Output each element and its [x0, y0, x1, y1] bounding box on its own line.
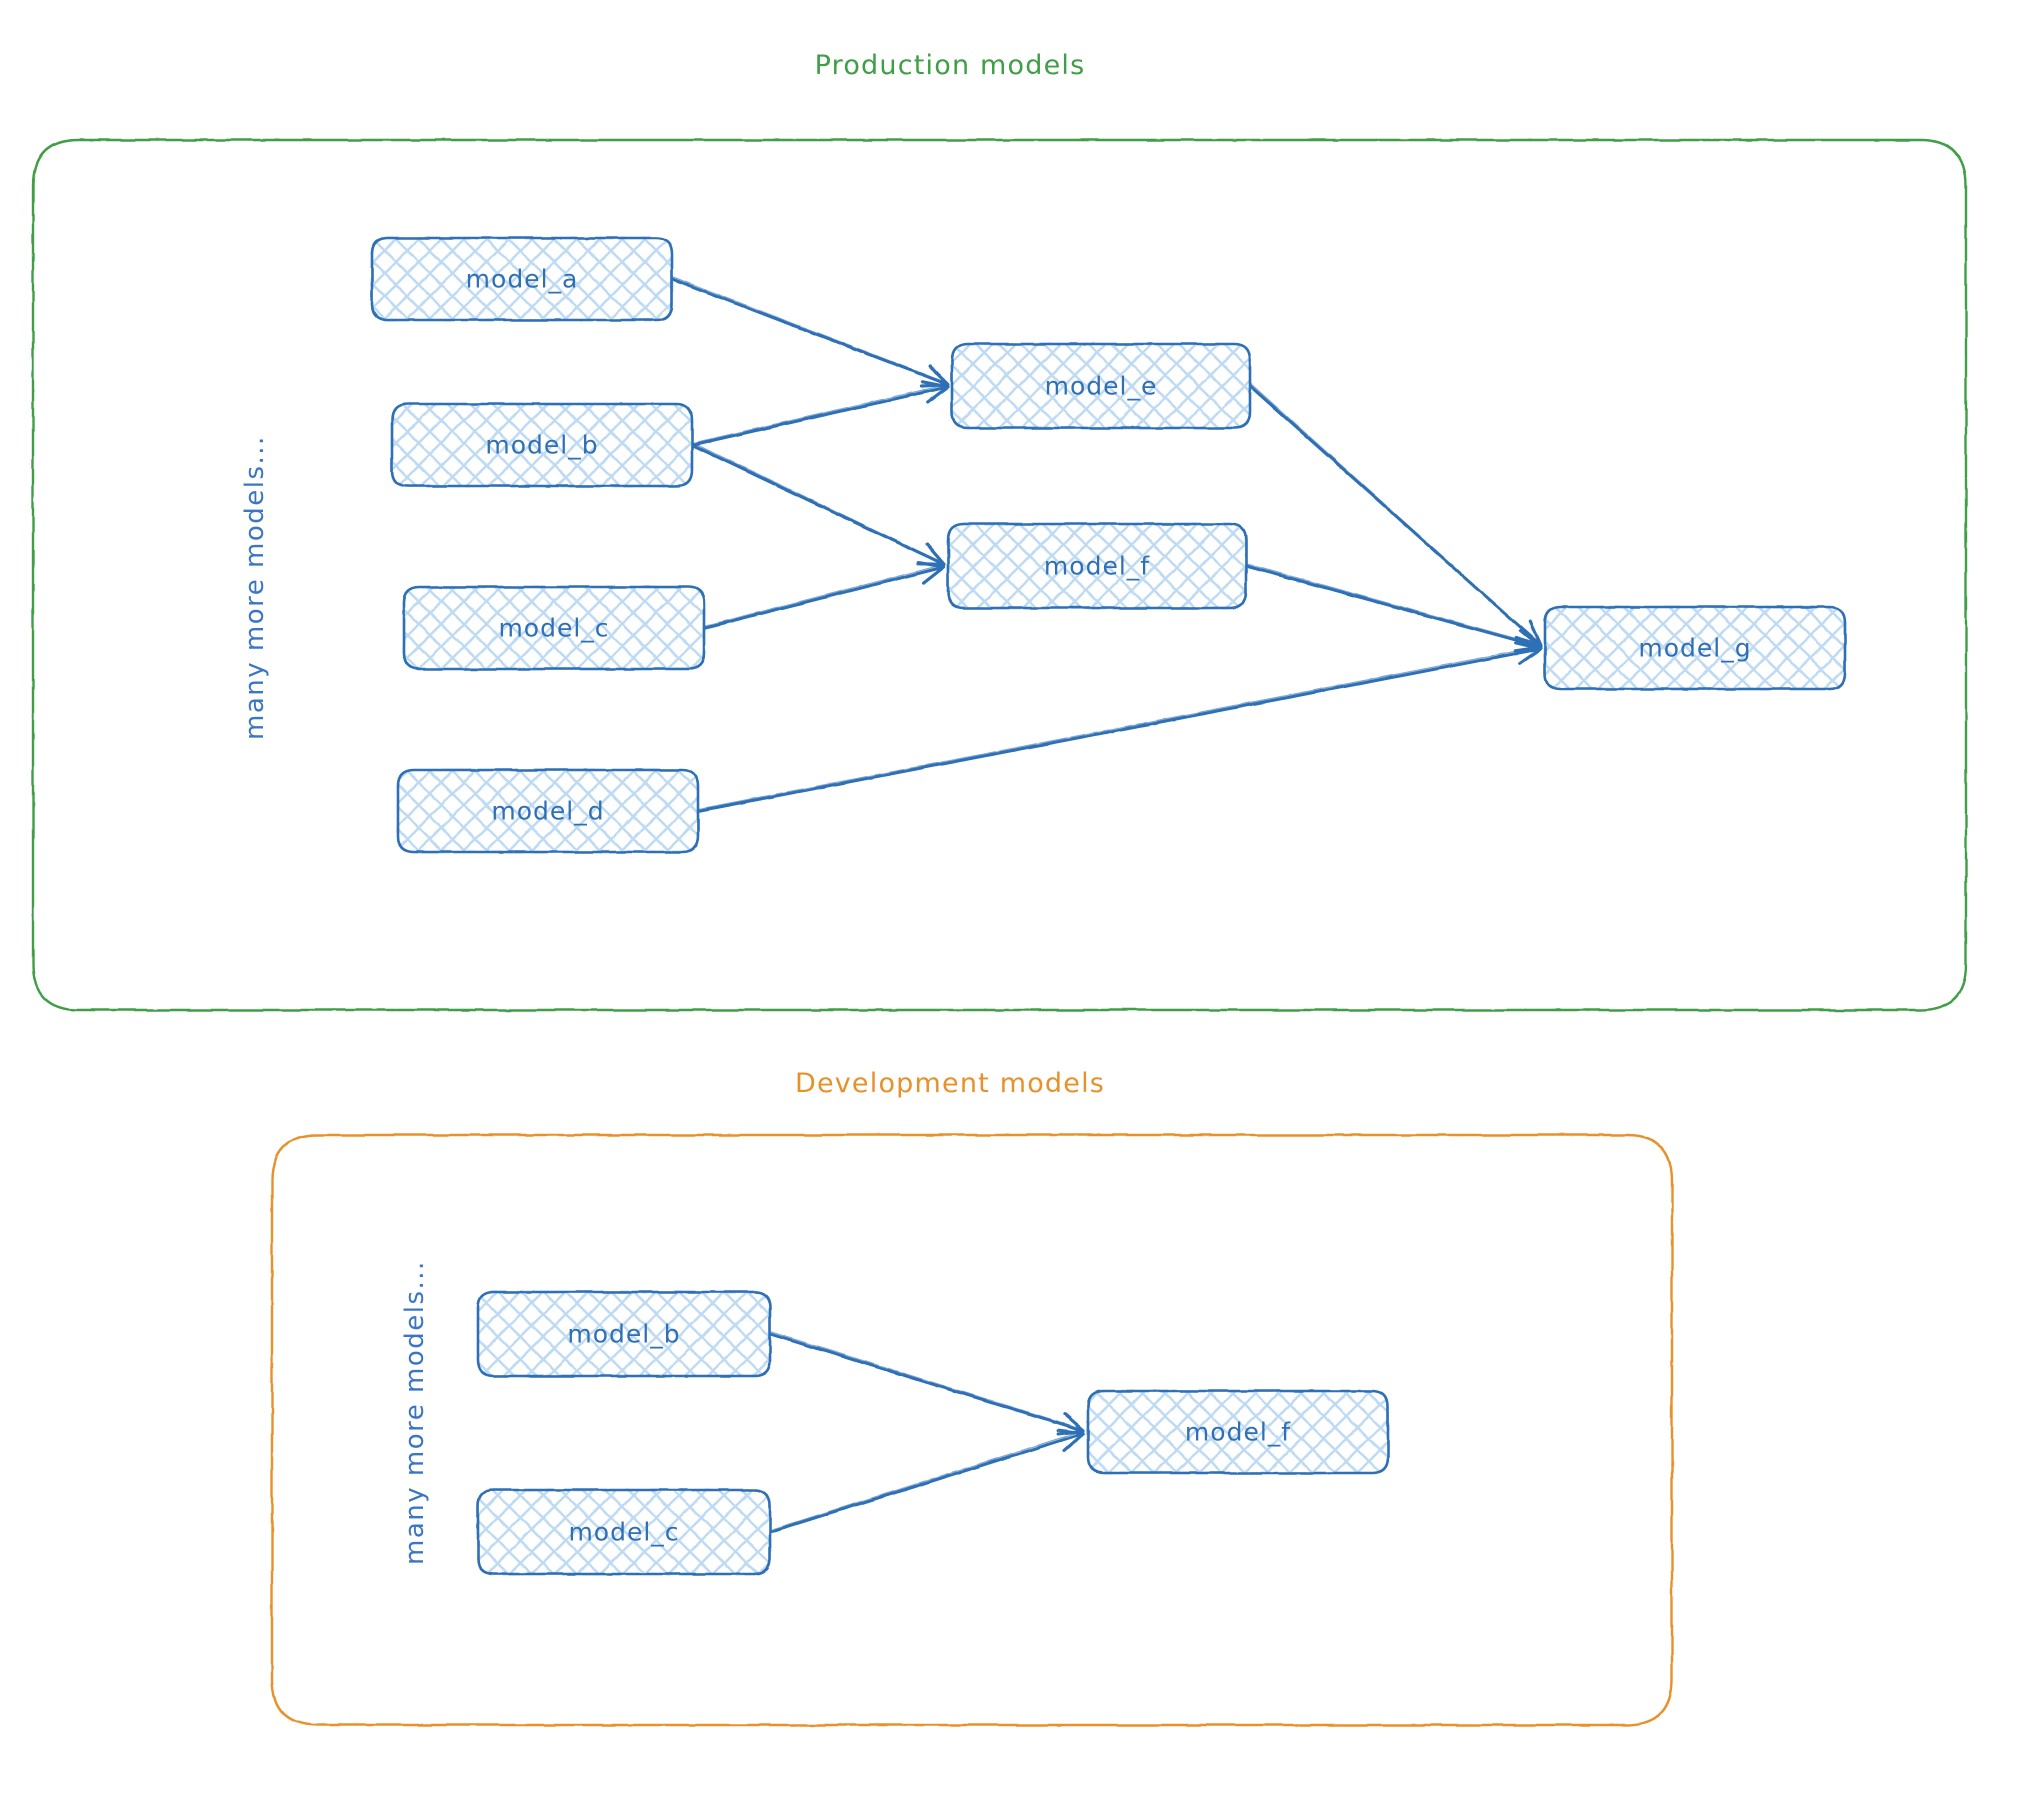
- node-outline-sketch: [391, 403, 693, 487]
- many-more-models-note-development: many more models...: [400, 1260, 430, 1565]
- edge-model_a-to-model_e: [670, 276, 950, 388]
- node-model_b[interactable]: [390, 402, 694, 488]
- node-outline-sketch: [397, 769, 699, 853]
- group-container-development: [270, 1133, 1674, 1727]
- node-fill: [1545, 607, 1845, 689]
- node-outline-sketch: [951, 343, 1251, 429]
- node-outline-sketch: [1544, 606, 1846, 690]
- node-outline-sketch: [1087, 1390, 1389, 1474]
- edge-model_b-to-model_f: [690, 442, 946, 566]
- node-model_e[interactable]: [950, 342, 1252, 430]
- node-fill: [404, 587, 704, 669]
- node-fill: [392, 404, 692, 486]
- node-model_g[interactable]: [1543, 605, 1847, 691]
- node-fill: [948, 524, 1246, 608]
- edge-dev_model_b-to-dev_model_f: [768, 1331, 1086, 1436]
- node-outline-sketch: [947, 523, 1247, 609]
- edge-model_c-to-model_f: [702, 560, 946, 630]
- node-dev_model_c[interactable]: [476, 1488, 772, 1576]
- node-outline-sketch: [477, 1489, 771, 1575]
- node-fill: [398, 770, 698, 852]
- node-model_a[interactable]: [370, 236, 674, 322]
- node-model_c[interactable]: [402, 585, 706, 671]
- nodes: [370, 236, 1847, 1576]
- edge-model_d-to-model_g: [696, 641, 1543, 813]
- node-outline-sketch: [477, 1291, 771, 1377]
- node-fill: [952, 344, 1250, 428]
- group-container-production: [31, 138, 1968, 1012]
- node-fill: [478, 1490, 770, 1574]
- node-outline-sketch: [403, 586, 705, 670]
- group-title-production: Production models: [814, 50, 1086, 81]
- node-fill: [478, 1292, 770, 1376]
- node-model_f[interactable]: [946, 522, 1248, 610]
- edge-dev_model_c-to-dev_model_f: [768, 1428, 1086, 1534]
- many-more-models-note-production: many more models...: [240, 435, 270, 740]
- node-dev_model_b[interactable]: [476, 1290, 772, 1378]
- edge-model_b-to-model_e: [690, 380, 950, 447]
- node-fill: [1088, 1391, 1388, 1473]
- node-outline-sketch: [371, 237, 673, 321]
- node-dev_model_f[interactable]: [1086, 1389, 1390, 1475]
- group-title-development: Development models: [794, 1068, 1106, 1099]
- edges: [670, 276, 1543, 1534]
- group-containers: [31, 138, 1968, 1727]
- node-fill: [372, 238, 672, 320]
- node-model_d[interactable]: [396, 768, 700, 854]
